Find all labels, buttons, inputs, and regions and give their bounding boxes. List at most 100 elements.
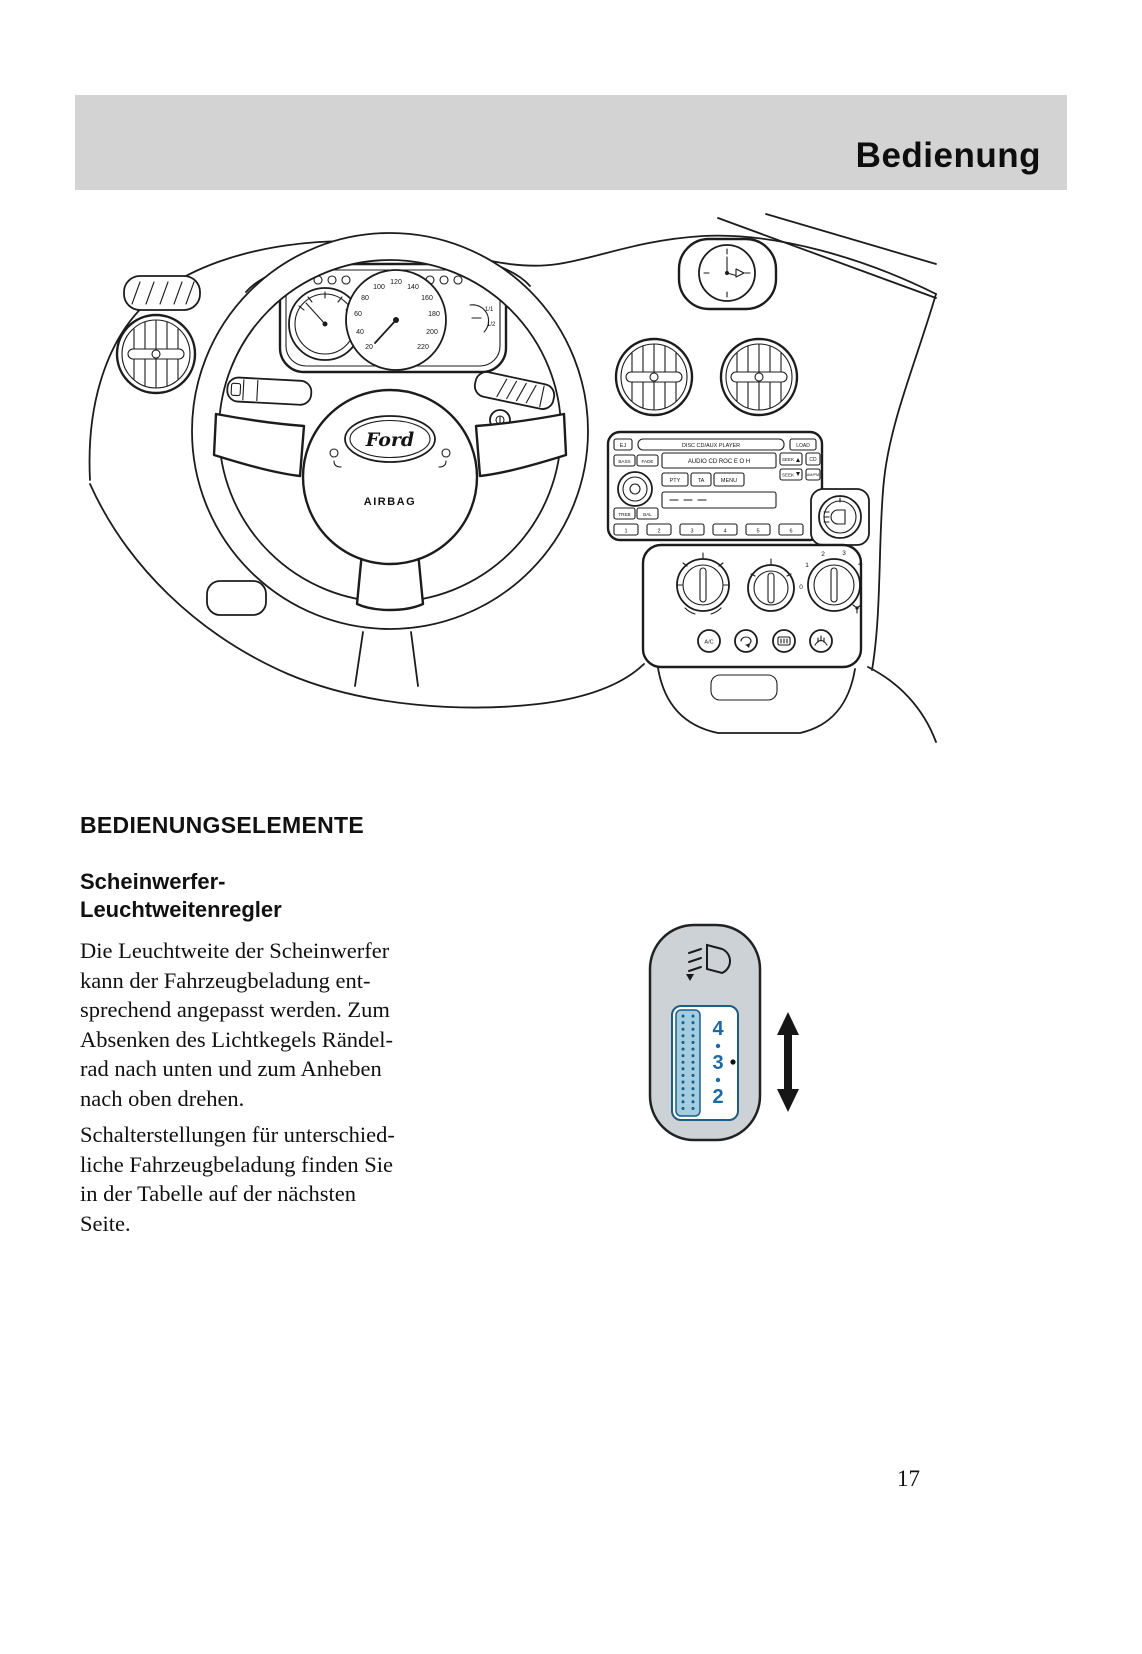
defroster-vent bbox=[123, 275, 201, 311]
leveling-beam-icon bbox=[686, 943, 731, 981]
balance-button bbox=[636, 507, 659, 520]
ta-label: TA bbox=[698, 478, 705, 484]
air-vent-left bbox=[115, 313, 197, 395]
seek-down-icon bbox=[796, 472, 800, 476]
speedo-number: 180 bbox=[428, 311, 440, 318]
scale-dot bbox=[715, 1077, 721, 1083]
warning-light-icon bbox=[341, 275, 351, 285]
thumbwheel bbox=[675, 1009, 701, 1117]
fan-speed-label: 2 bbox=[821, 551, 825, 558]
speedo-number: 120 bbox=[390, 279, 402, 286]
cd-slot-label: DISC CD/AUX PLAYER bbox=[682, 443, 740, 449]
fade-label: FADE bbox=[642, 459, 654, 464]
preset-label: 2 bbox=[657, 529, 660, 535]
preset-label: 6 bbox=[789, 529, 792, 535]
fan-speed-label: 1 bbox=[805, 562, 809, 569]
menu-button bbox=[713, 472, 745, 487]
distribution-knob bbox=[747, 558, 795, 612]
fan-knob: 0 1 2 3 4 bbox=[799, 550, 862, 614]
recirculation-button bbox=[734, 629, 758, 653]
speedo-number: 140 bbox=[407, 284, 419, 291]
pty-label: PTY bbox=[670, 478, 681, 484]
radio-display-text: AUDIO CD ROC E O H bbox=[688, 459, 750, 465]
ta-button bbox=[690, 472, 712, 487]
preset-button bbox=[646, 523, 672, 536]
speedo-number: 20 bbox=[365, 344, 373, 351]
wheel-spoke-bottom bbox=[355, 550, 425, 612]
preset-button bbox=[778, 523, 804, 536]
eject-button bbox=[613, 438, 633, 451]
indicator-stalk bbox=[226, 376, 313, 406]
seek-up-label: SEEK bbox=[782, 457, 794, 462]
preset-button bbox=[745, 523, 771, 536]
fan-speed-label: 3 bbox=[842, 550, 846, 557]
bass-button bbox=[613, 454, 636, 467]
dashboard-illustration: 20 40 60 80 100 120 140 160 180 200 220 … bbox=[88, 213, 937, 743]
center-console bbox=[657, 667, 856, 734]
temperature-knob bbox=[676, 552, 730, 615]
warning-light-icon bbox=[439, 275, 449, 285]
preset-button bbox=[712, 523, 738, 536]
speedometer: 20 40 60 80 100 120 140 160 180 200 220 bbox=[345, 269, 447, 371]
console-tray bbox=[710, 674, 778, 701]
menu-label: MENU bbox=[721, 478, 737, 484]
speedo-number: 200 bbox=[426, 329, 438, 336]
bass-label: BASS bbox=[618, 459, 630, 464]
up-down-arrow-icon bbox=[777, 1012, 799, 1112]
wiper-stalk bbox=[473, 371, 556, 410]
seek-up-icon bbox=[796, 458, 800, 462]
speedo-number: 100 bbox=[373, 284, 385, 291]
current-position-dot bbox=[730, 1059, 736, 1065]
lower-dash-tray bbox=[206, 580, 267, 616]
horn-symbol-right bbox=[438, 448, 451, 468]
preset-label: 3 bbox=[690, 529, 693, 535]
pty-button bbox=[661, 472, 689, 487]
position-label: 2 bbox=[712, 1086, 723, 1108]
preset-label: 5 bbox=[756, 529, 759, 535]
fuel-label: 1/1 bbox=[485, 307, 494, 313]
section-heading: BEDIENUNGSELEMENTE bbox=[80, 812, 364, 838]
page-header-title: Bedienung bbox=[855, 136, 1041, 175]
page-number: 17 bbox=[897, 1466, 920, 1491]
leveling-control-illustration: 4 3 2 bbox=[648, 923, 799, 1142]
preset-label: 1 bbox=[624, 529, 627, 535]
fuel-gauge: 1/1 1/2 bbox=[469, 304, 496, 333]
ac-label: A/C bbox=[704, 640, 713, 646]
seek-down-button bbox=[779, 468, 803, 481]
preset-button bbox=[613, 523, 639, 536]
fan-speed-label: 4 bbox=[858, 561, 862, 568]
subsection-heading: Scheinwerfer- Leuchtweitenregler bbox=[80, 869, 282, 922]
cd-button bbox=[805, 452, 821, 466]
speedo-number: 80 bbox=[361, 295, 369, 302]
front-defrost-icon bbox=[814, 635, 828, 646]
speedo-number: 60 bbox=[354, 311, 362, 318]
fan-speed-label: 0 bbox=[799, 584, 803, 591]
headlight-icon bbox=[823, 509, 846, 525]
instrument-cluster: 20 40 60 80 100 120 140 160 180 200 220 … bbox=[245, 250, 531, 374]
radio-display-lower bbox=[661, 491, 777, 509]
load-button bbox=[789, 438, 817, 451]
steering-wheel: Ford AIRBAG bbox=[191, 232, 589, 630]
header-bar: Bedienung bbox=[75, 95, 1067, 190]
paragraph-leveling-description: Die Leuchtweite der Scheinwerfer kann de… bbox=[80, 938, 394, 1111]
preset-label: 4 bbox=[723, 529, 726, 535]
treble-button bbox=[613, 507, 636, 520]
treble-label: TREB bbox=[618, 512, 630, 517]
air-vent-center-right bbox=[719, 337, 799, 417]
airbag-label: AIRBAG bbox=[364, 496, 416, 508]
radio-unit: EJ DISC CD/AUX PLAYER LOAD BASS FADE AUD… bbox=[606, 430, 824, 542]
climate-controls: 0 1 2 3 4 A/C bbox=[641, 543, 863, 669]
warning-light-icon bbox=[453, 275, 463, 285]
eject-label: EJ bbox=[620, 443, 627, 449]
fan-icon bbox=[852, 604, 862, 614]
load-label: LOAD bbox=[796, 443, 810, 449]
balance-label: BAL bbox=[643, 512, 652, 517]
speedo-number: 40 bbox=[356, 329, 364, 336]
clock bbox=[677, 237, 778, 311]
fade-button bbox=[636, 454, 659, 467]
scale-dot bbox=[715, 1043, 721, 1049]
position-label: 3 bbox=[712, 1052, 723, 1074]
preset-button bbox=[679, 523, 705, 536]
speedo-number: 220 bbox=[417, 344, 429, 351]
paragraph-table-reference: Schalterstellungen für unterschied- lich… bbox=[80, 1122, 395, 1236]
